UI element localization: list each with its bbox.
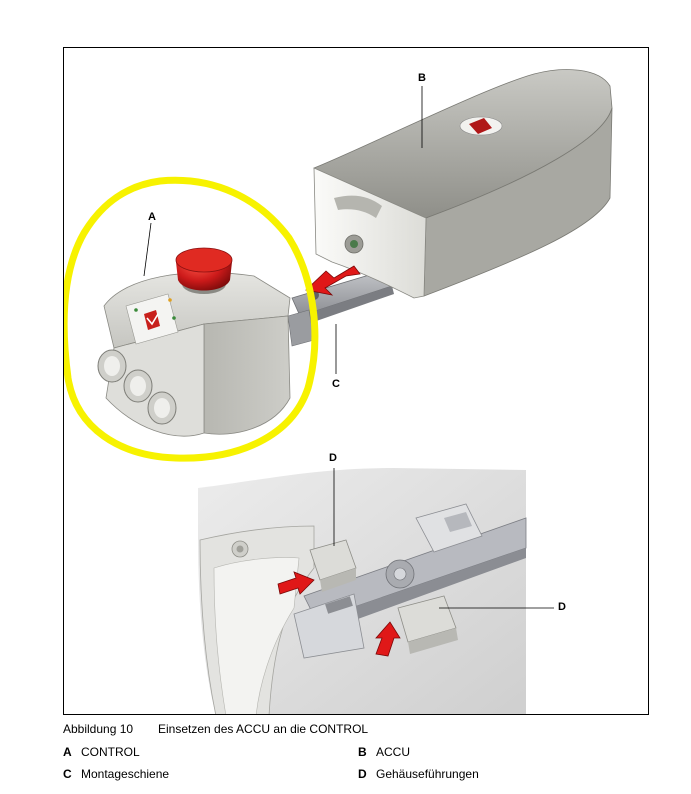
emergency-stop-button-icon [175,247,233,294]
cable-gland-icon [97,349,177,425]
legend-label: ACCU [376,745,411,759]
red-arrow-icon [277,571,315,595]
accu-housing [313,69,613,299]
legend-item-a: A CONTROL [63,745,140,760]
figure-frame: A B C D D [63,47,649,715]
legend-item-b: B ACCU [358,745,410,760]
callout-d-top: D [329,452,337,464]
legend-key: C [63,767,72,781]
callout-d-right: D [558,601,566,613]
mounting-rail [287,269,394,347]
legend-key: A [63,745,72,759]
callout-a: A [148,211,156,223]
legend-item-d: D Gehäuseführungen [358,767,479,782]
callout-c: C [332,378,340,390]
red-arrow-icon [375,621,401,657]
legend-key: B [358,745,367,759]
figure-title: Einsetzen des ACCU an die CONTROL [158,722,369,736]
figure-caption: Abbildung 10 Einsetzen des ACCU an die CO… [63,722,368,737]
legend-label: CONTROL [81,745,140,759]
callout-b: B [418,72,426,84]
legend-item-c: C Montageschiene [63,767,169,782]
control-housing [97,247,291,437]
legend-label: Montageschiene [81,767,170,781]
figure-illustration [64,69,613,714]
highlight-circle [64,176,319,462]
legend-key: D [358,767,367,781]
figure-number: Abbildung 10 [63,722,134,736]
insertion-arrow [305,265,361,296]
legend-label: Gehäuseführungen [376,767,479,781]
detail-view [198,468,527,714]
